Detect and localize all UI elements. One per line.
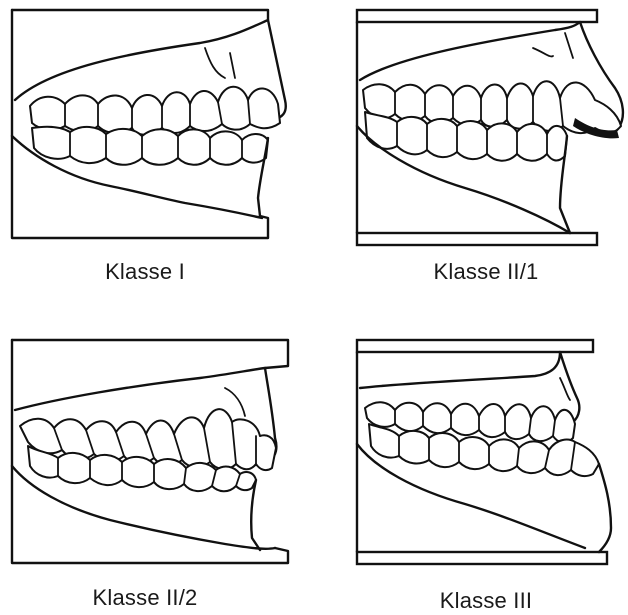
caption-klasse-2-1: Klasse II/1 (356, 259, 616, 285)
panel-klasse-2-1 (355, 8, 625, 248)
caption-klasse-3: Klasse III (356, 588, 616, 614)
klasse-1-dentition-drawing (10, 8, 280, 243)
panel-klasse-3 (355, 338, 625, 570)
klasse-3-dentition-drawing (355, 338, 625, 570)
caption-klasse-1: Klasse I (15, 259, 275, 285)
klasse-2-1-dentition-drawing (355, 8, 625, 248)
panel-klasse-1 (10, 8, 280, 243)
caption-klasse-2-2: Klasse II/2 (15, 585, 275, 611)
panel-klasse-2-2 (10, 338, 280, 570)
klasse-2-2-dentition-drawing (10, 338, 280, 570)
